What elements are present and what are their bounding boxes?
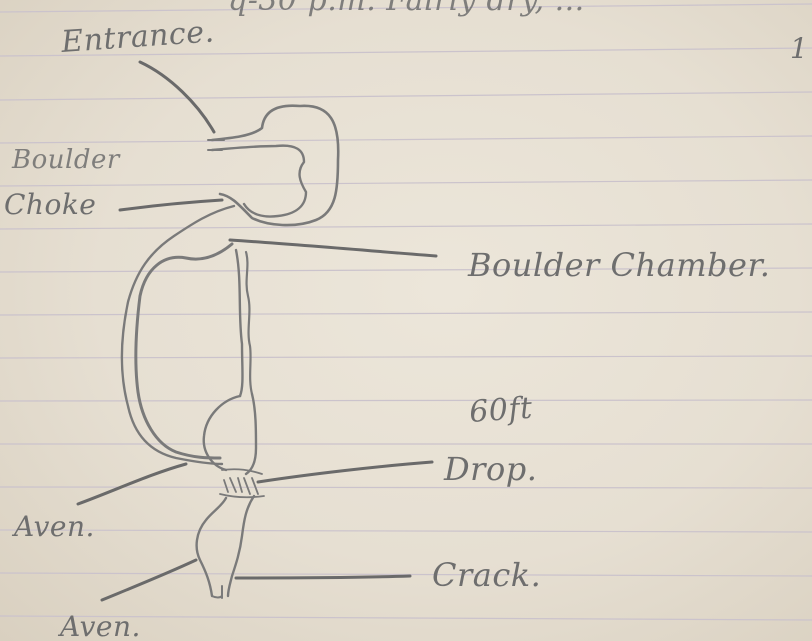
label-boulder-choke-line1: Boulder xyxy=(11,145,121,175)
label-crack: Crack. xyxy=(432,556,541,594)
label-boulder-choke-line2: Choke xyxy=(4,188,96,221)
header-scrawl: q-30 p.m. Fairly dry, ... xyxy=(228,0,585,18)
cave-passage-outline xyxy=(122,106,338,598)
label-boulder-chamber: Boulder Chamber. xyxy=(467,246,770,284)
label-aven-lower: Aven. xyxy=(57,610,141,641)
header-right-mark: 1 xyxy=(790,32,808,65)
leader-lines xyxy=(78,62,436,600)
label-entrance: Entrance. xyxy=(59,14,215,60)
label-drop-depth: 60ft xyxy=(468,391,534,430)
label-drop: Drop. xyxy=(443,450,537,488)
label-aven-upper: Aven. xyxy=(11,510,95,543)
